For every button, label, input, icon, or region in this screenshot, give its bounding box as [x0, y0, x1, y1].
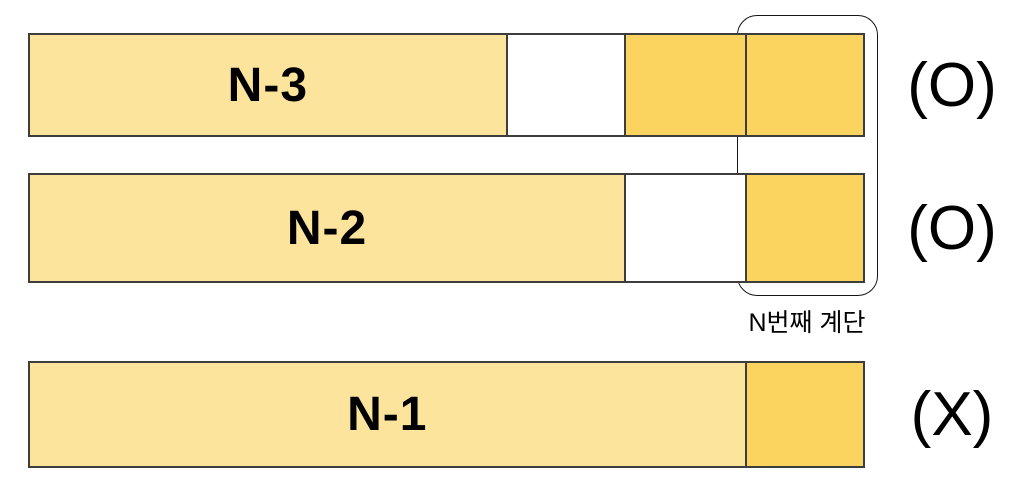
result-marker: (O)	[907, 50, 997, 120]
stair-segment-stepped	[744, 35, 863, 135]
bar-label: N-2	[286, 201, 368, 255]
bar-label: N-3	[227, 58, 309, 112]
result-marker: (O)	[907, 193, 997, 263]
stair-segment-skipped	[505, 35, 625, 135]
result-marker: (X)	[910, 380, 994, 449]
stair-segment-stepped	[744, 175, 863, 281]
stair-segment-path: N-2	[30, 175, 625, 281]
stair-segment-stepped	[624, 35, 745, 135]
stair-bar-row-n-3: N-3	[28, 33, 865, 137]
stair-segment-path: N-3	[30, 35, 506, 135]
stair-segment-skipped	[624, 175, 745, 281]
stair-segment-path: N-1	[30, 363, 745, 466]
stair-bar-row-n-2: N-2	[28, 173, 865, 283]
bar-label: N-1	[347, 388, 428, 441]
stair-bar-row-n-1: N-1	[28, 361, 865, 468]
nth-stair-caption: N번째 계단	[748, 309, 866, 337]
stair-segment-stepped	[744, 363, 863, 466]
nth-stair-outline	[737, 15, 878, 296]
